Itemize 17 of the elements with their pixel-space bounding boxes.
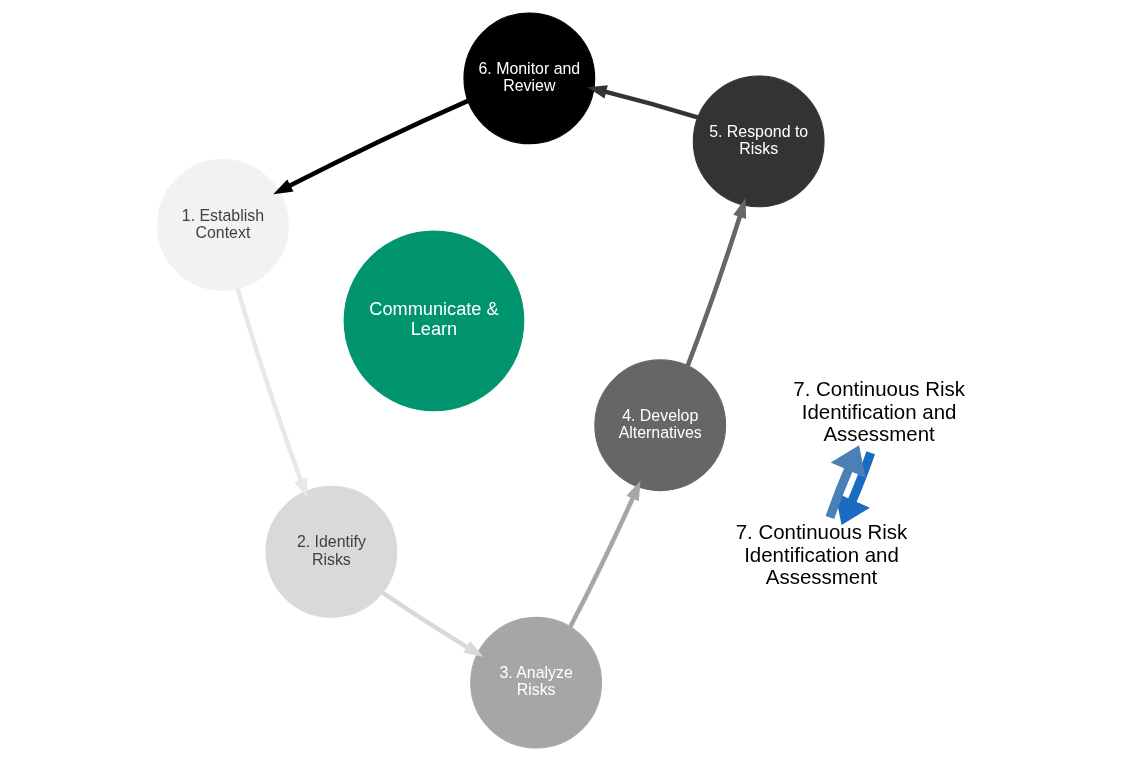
arrow (235, 288, 308, 499)
arrow (273, 98, 469, 195)
arrow (381, 590, 484, 657)
node-text: 7. Continuous Risk Identification and Assessment (793, 377, 965, 446)
node-circle: 5. Respond to Risks (692, 75, 825, 208)
node-circle: 1. Establish Context (157, 159, 289, 291)
node-circle: 2. Identify Risks (265, 485, 398, 618)
node-circle: 6. Monitor and Review (463, 12, 596, 145)
arrow (587, 85, 699, 120)
node-text: 7. Continuous Risk Identification and Assessment (735, 519, 908, 589)
arrow (835, 451, 875, 526)
node-circle: Communicate & Learn (343, 230, 525, 412)
node-circle: 3. Analyze Risks (470, 616, 603, 749)
node-circle: 4. Develop Alternatives (594, 359, 727, 492)
arrow (568, 480, 641, 628)
arrow (825, 445, 866, 520)
arrow (685, 198, 747, 367)
